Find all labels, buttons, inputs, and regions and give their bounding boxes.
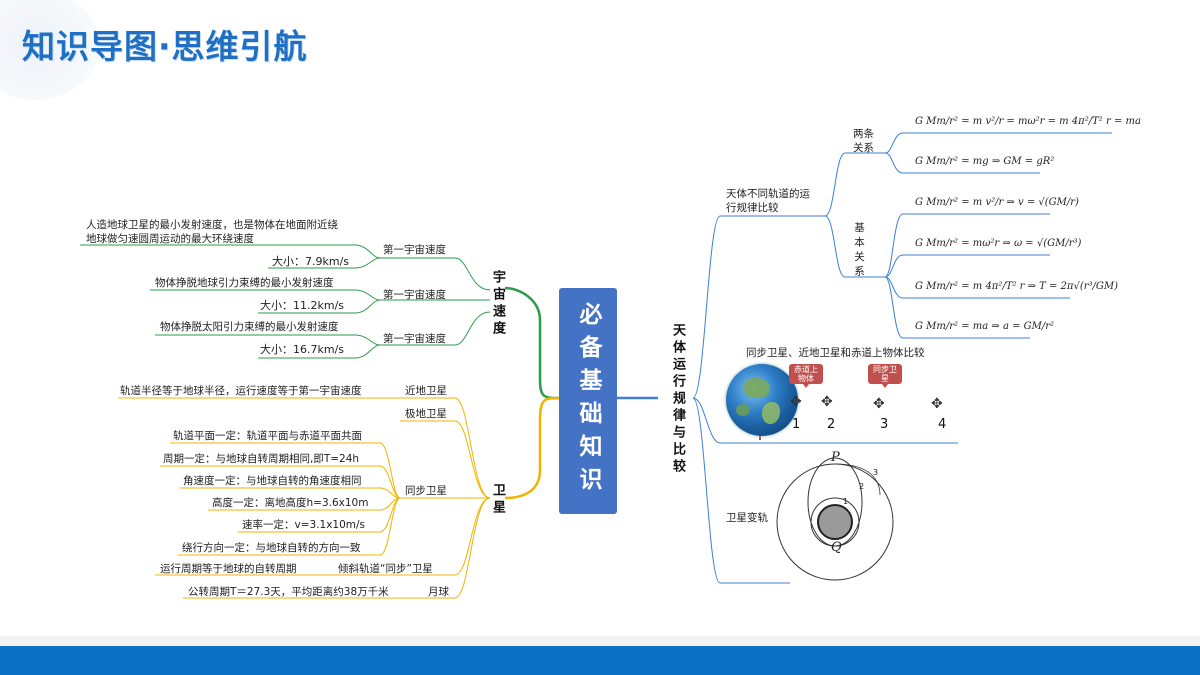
formula-two-1: G Mm/r² = m v²/r = mω²r = m 4π²/T² r = m… — [915, 116, 1141, 127]
sat-number-3: 3 — [880, 417, 889, 432]
formula-two-2: G Mm/r² = mg ⇒ GM = gR² — [915, 156, 1055, 167]
satellite-icon-4: ✥ — [931, 396, 943, 412]
orbit-label-2: 2 — [859, 482, 865, 491]
callout-equator-object: 赤道上物体 — [789, 364, 823, 388]
orbit-compare-label-2: 行规律比较 — [726, 202, 779, 214]
earth-image — [726, 364, 798, 436]
cosmic-item-3-size: 大小：16.7km/s — [260, 343, 345, 356]
callout-sync-satellite: 同步卫星 — [868, 364, 902, 388]
sat-geo-name: 同步卫星 — [405, 485, 447, 497]
cosmic-item-2-name: 第一宇宙速度 — [383, 289, 446, 301]
cosmic-item-2-desc: 物体挣脱地球引力束缚的最小发射速度 — [155, 277, 334, 289]
sat-geo-prop-2: 周期一定：与地球自转周期相同,即T=24h — [163, 453, 360, 465]
formula-basic-2: G Mm/r² = mω²r ⇒ ω = √(GM/r³) — [915, 238, 1082, 249]
sync-compare-label: 同步卫星、近地卫星和赤道上物体比较 — [746, 347, 925, 359]
sat-number-2: 2 — [827, 417, 836, 432]
satellite-icon-2: ✥ — [821, 394, 833, 410]
sat-number-1: 1 — [792, 417, 801, 432]
sat-geo-prop-3: 角速度一定：与地球自转的角速度相同 — [183, 475, 362, 487]
footer-band — [0, 646, 1200, 675]
sat-inclined-desc: 运行周期等于地球的自转周期 — [160, 563, 297, 575]
center-topic: 必备基础知识 — [559, 288, 617, 514]
formula-basic-1: G Mm/r² = m v²/r ⇒ v = √(GM/r) — [915, 197, 1079, 208]
sat-inclined-name: 倾斜轨道“同步”卫星 — [338, 563, 433, 575]
sat-geo-prop-5: 速率一定：v=3.1x10m/s — [242, 519, 366, 531]
sat-number-4: 4 — [938, 417, 947, 432]
transfer-point-p: P — [831, 450, 840, 465]
cosmic-item-1-desc: 人造地球卫星的最小发射速度，也是物体在地面附近绕 — [86, 219, 338, 231]
cosmic-item-3-name: 第一宇宙速度 — [383, 333, 446, 345]
sat-geo-prop-1: 轨道平面一定：轨道平面与赤道平面共面 — [173, 430, 362, 442]
sat-near-name: 近地卫星 — [405, 385, 447, 397]
orbit-label-1: 1 — [843, 497, 849, 506]
two-relations-line-2: 关系 — [853, 142, 874, 154]
sat-geo-prop-4: 高度一定：离地高度h=3.6x10m — [212, 497, 369, 509]
cosmic-item-1-size: 大小：7.9km/s — [272, 255, 350, 268]
branch-satellite: 卫星 — [490, 483, 505, 517]
footer-stripe — [0, 636, 1200, 646]
sat-moon-name: 月球 — [428, 586, 449, 598]
branch-celestial: 天体运行规律与比较 — [670, 323, 685, 476]
branch-cosmic-speed: 宇宙速度 — [490, 270, 505, 338]
orbit-label-3: 3 — [873, 468, 879, 477]
basic-relations-label: 基本关系 — [853, 222, 865, 280]
transfer-label: 卫星变轨 — [726, 512, 768, 524]
cosmic-item-1-name: 第一宇宙速度 — [383, 244, 446, 256]
two-relations-line-1: 两条 — [853, 128, 874, 140]
orbit-compare-label-1: 天体不同轨道的运 — [726, 188, 810, 200]
cosmic-item-2-size: 大小：11.2km/s — [260, 299, 345, 312]
sat-near-desc: 轨道半径等于地球半径，运行速度等于第一宇宙速度 — [120, 385, 362, 397]
transfer-point-q: Q — [831, 540, 842, 555]
satellite-icon-1: ✥ — [790, 394, 802, 410]
page-title: 知识导图·思维引航 — [22, 27, 308, 66]
sat-polar-name: 极地卫星 — [405, 408, 447, 420]
sat-geo-prop-6: 绕行方向一定：与地球自转的方向一致 — [182, 542, 361, 554]
formula-basic-4: G Mm/r² = ma ⇒ a = GM/r² — [915, 321, 1055, 332]
sat-moon-desc: 公转周期T＝27.3天，平均距离约38万千米 — [188, 586, 389, 598]
cosmic-item-3-desc: 物体挣脱太阳引力束缚的最小发射速度 — [160, 321, 339, 333]
formula-basic-3: G Mm/r² = m 4π²/T² r ⇒ T = 2π√(r³/GM) — [915, 281, 1119, 292]
cosmic-item-1-desc2: 地球做匀速圆周运动的最大环绕速度 — [86, 233, 254, 245]
satellite-icon-3: ✥ — [873, 396, 885, 412]
